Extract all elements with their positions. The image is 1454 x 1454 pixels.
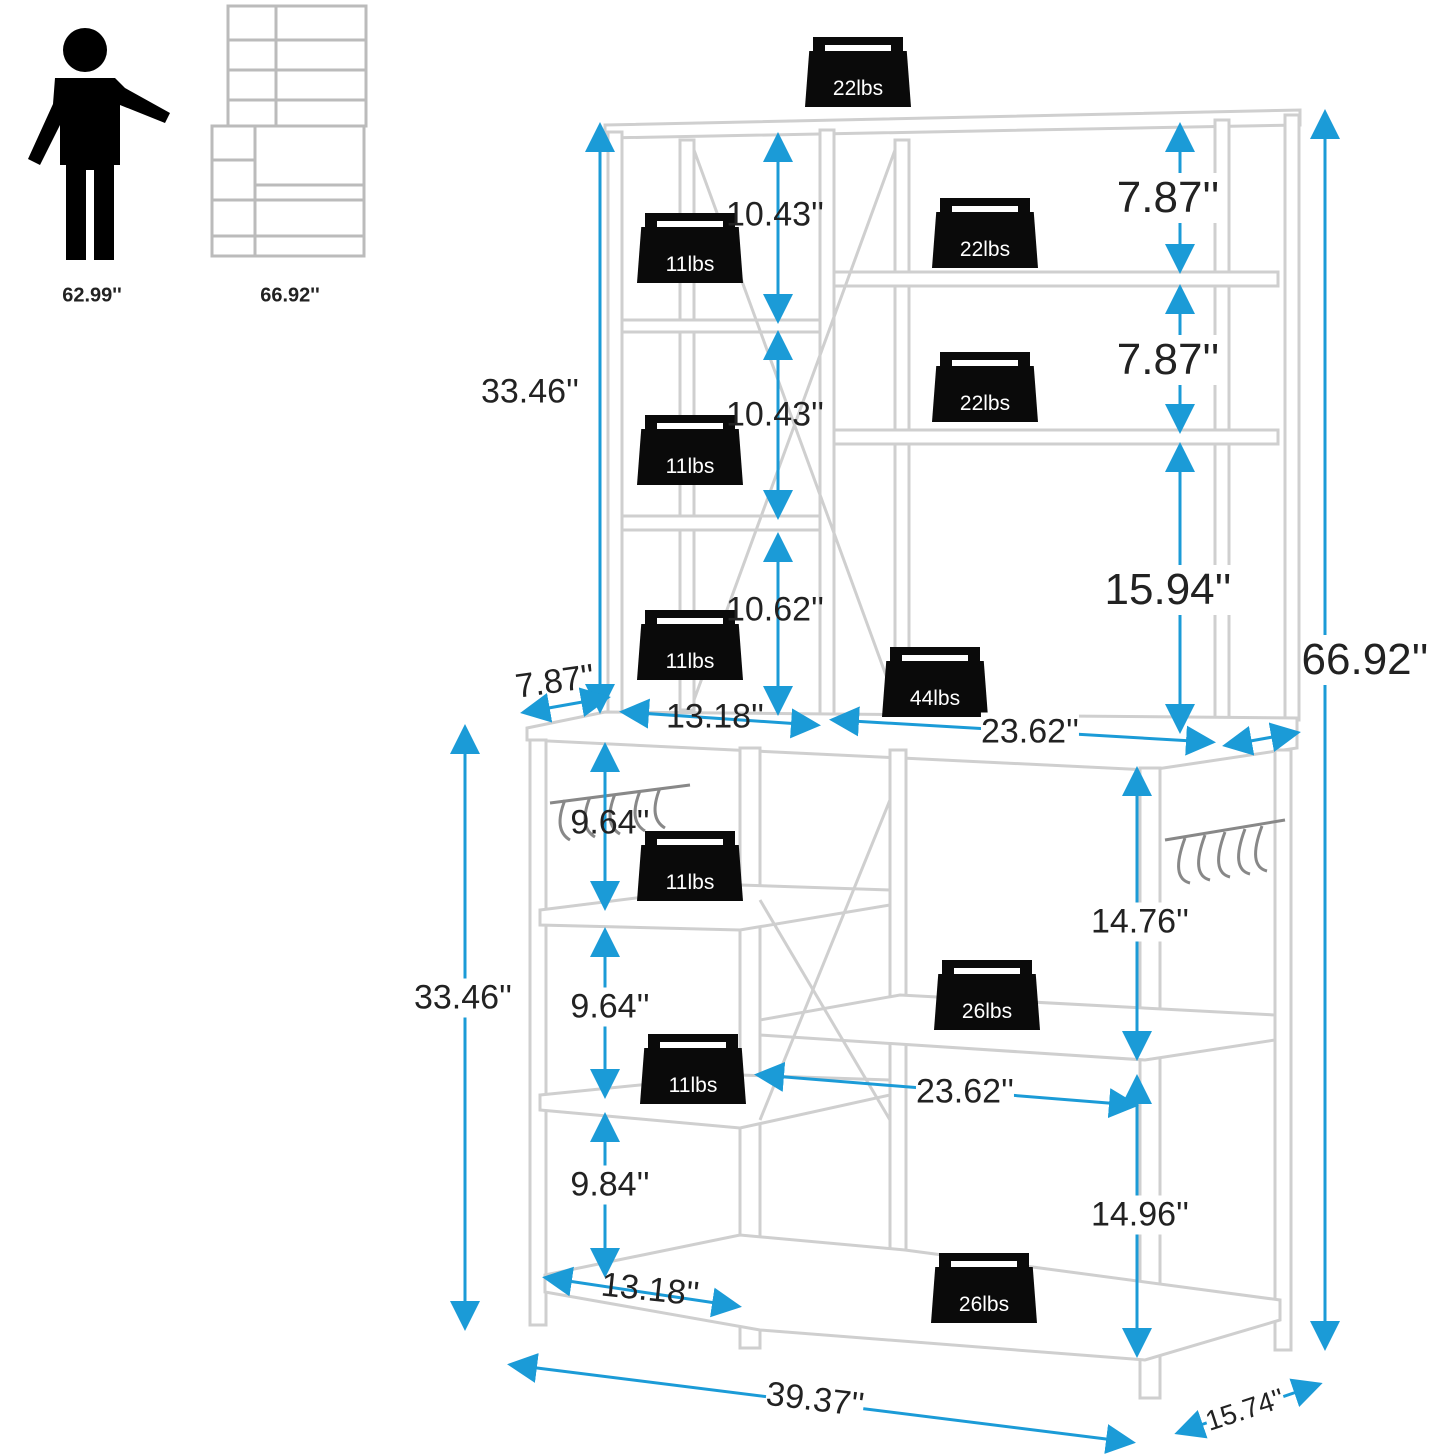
weight-badge: 22lbs — [932, 198, 1038, 268]
dimension-label: 14.96'' — [1090, 1195, 1190, 1235]
weight-badge: 26lbs — [934, 960, 1040, 1030]
dimension-label: 66.92'' — [1301, 635, 1429, 685]
dimension-label: 23.62'' — [980, 712, 1080, 752]
dimension-label: 33.46'' — [413, 978, 513, 1018]
dimension-label: 15.94'' — [1104, 565, 1232, 615]
weight-badge: 22lbs — [932, 352, 1038, 422]
dimension-label: 9.64'' — [570, 987, 650, 1027]
person-height-label: 62.99'' — [62, 284, 122, 307]
dimension-label: 9.64'' — [570, 803, 650, 842]
person-icon — [28, 28, 170, 260]
dimension-label: 10.62'' — [725, 590, 825, 629]
weight-badge: 11lbs — [637, 213, 743, 283]
weight-badge: 11lbs — [637, 831, 743, 901]
dimension-label: 7.87'' — [1116, 335, 1220, 385]
weight-badge: 44lbs — [882, 647, 988, 717]
dimension-label: 10.43'' — [725, 395, 825, 434]
dimension-label: 7.87'' — [1116, 173, 1220, 223]
dimension-label: 13.18'' — [665, 697, 765, 736]
dimension-label: 10.43'' — [725, 195, 825, 234]
dimension-label: 33.46'' — [480, 372, 580, 411]
weight-badge: 11lbs — [637, 610, 743, 680]
weight-badge: 11lbs — [640, 1034, 746, 1104]
weight-badge: 26lbs — [931, 1253, 1037, 1323]
hooks-icon — [549, 783, 1286, 885]
dimension-label: 9.84'' — [570, 1165, 650, 1205]
weight-badge: 11lbs — [637, 415, 743, 485]
shelf-height-label: 66.92'' — [260, 284, 320, 307]
dimension-label: 14.76'' — [1090, 902, 1190, 942]
thumbnail-shelf-icon — [210, 4, 368, 258]
dimension-label: 23.62'' — [915, 1072, 1015, 1112]
weight-badge: 22lbs — [805, 37, 911, 107]
